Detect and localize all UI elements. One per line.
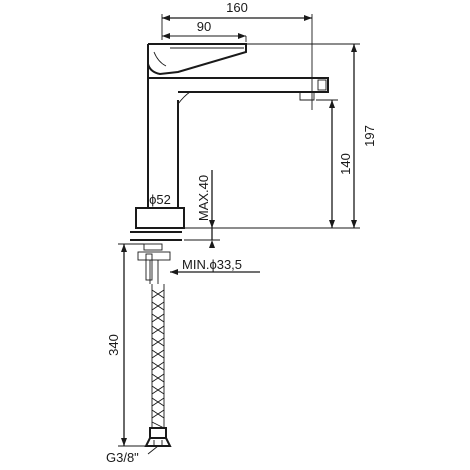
aerator [299, 92, 315, 101]
spout-outline [148, 77, 329, 93]
dim-max40-arrows [209, 220, 215, 248]
mounting-assembly [130, 231, 182, 284]
hose-ferrule [149, 427, 167, 439]
lever-handle [147, 43, 247, 76]
label-overall-length: 160 [226, 0, 248, 15]
dim-max40 [184, 170, 220, 248]
label-thread: G3/8" [106, 450, 139, 465]
label-spout-height: 140 [338, 153, 353, 175]
label-base-diameter: ϕ52 [149, 192, 171, 207]
hose-braid [151, 289, 165, 429]
faucet-base [135, 207, 185, 229]
hose-nut [144, 437, 172, 447]
dim-90 [162, 33, 247, 42]
lever-curve [153, 51, 167, 67]
dim-thread [147, 445, 159, 455]
label-lever-length: 90 [197, 19, 211, 34]
label-max-deck: MAX.40 [196, 175, 211, 221]
body-outline [147, 44, 179, 208]
label-overall-height: 197 [362, 125, 377, 147]
dim-340-extension [118, 243, 146, 447]
dim-max40-extension [184, 227, 220, 241]
label-hose-length: 340 [106, 334, 121, 356]
spout-joint [177, 91, 191, 105]
hose-braid-cross [151, 289, 165, 419]
dim-140 [316, 99, 338, 228]
dim-90-extension [162, 35, 247, 42]
nut [137, 251, 171, 261]
dim-340 [118, 243, 146, 447]
spout-tip [317, 79, 327, 91]
label-min-hole: MIN.ϕ33,5 [182, 257, 242, 272]
hose-nut-detail [153, 440, 163, 446]
dim-min-hole-arrow [170, 269, 178, 275]
flex-hose [144, 284, 172, 447]
dim-160 [161, 14, 313, 110]
mount-stud [145, 253, 153, 281]
dim-160-extension [161, 14, 313, 110]
dim-thread-leader [147, 445, 159, 455]
washer [143, 243, 163, 251]
hose-outline [151, 284, 165, 428]
dim-min-hole [170, 269, 260, 275]
deck-plate [130, 231, 182, 241]
